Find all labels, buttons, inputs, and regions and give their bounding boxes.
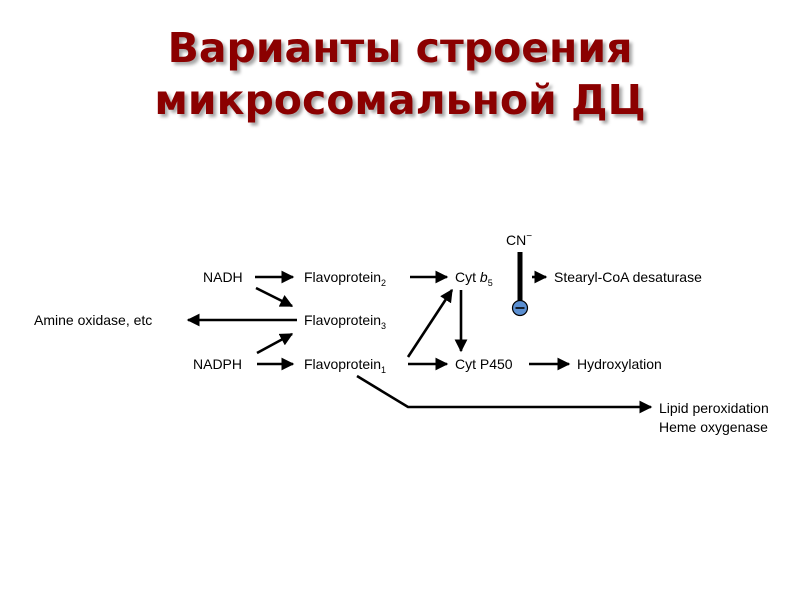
cyt-b5-base: Cyt — [455, 269, 480, 285]
cyt-b5-subscript: 5 — [488, 278, 493, 288]
node-cyt-p450: Cyt P450 — [455, 356, 513, 372]
title-line-2: микросомальной ДЦ — [154, 76, 646, 124]
node-hydroxylation: Hydroxylation — [577, 356, 662, 372]
flavoprotein-3-subscript: 3 — [381, 321, 386, 331]
arrow-flavoprotein1-to-lipid-peroxidation — [356, 374, 653, 414]
inhibitor-cn-label: CN — [506, 232, 526, 248]
node-flavoprotein-3: Flavoprotein3 — [304, 312, 386, 331]
cyt-b5-italic: b — [480, 269, 488, 285]
arrow-nadph-to-flavoprotein3 — [256, 332, 294, 355]
inhibitor-cn: CN− — [506, 231, 532, 248]
flavoprotein-3-base: Flavoprotein — [304, 312, 381, 328]
node-nadh: NADH — [203, 269, 243, 285]
node-stearyl-coa-desaturase: Stearyl-CoA desaturase — [554, 269, 702, 285]
node-flavoprotein-1: Flavoprotein1 — [304, 356, 386, 375]
node-nadph: NADPH — [193, 356, 242, 372]
node-lipid-peroxidation: Lipid peroxidation — [659, 400, 769, 416]
flavoprotein-1-subscript: 1 — [381, 365, 386, 375]
node-cyt-b5: Cyt b5 — [455, 269, 493, 288]
node-flavoprotein-2: Flavoprotein2 — [304, 269, 386, 288]
slide-title: Варианты строения микросомальной ДЦ — [0, 22, 800, 126]
title-line-1: Варианты строения — [167, 24, 633, 72]
node-amine-oxidase: Amine oxidase, etc — [34, 312, 152, 328]
flavoprotein-2-base: Flavoprotein — [304, 269, 381, 285]
arrow-flavoprotein1-to-cyt-b5 — [406, 288, 454, 358]
node-heme-oxygenase: Heme oxygenase — [659, 419, 768, 435]
inhibitor-cn-charge: − — [526, 231, 532, 242]
flavoprotein-2-subscript: 2 — [381, 278, 386, 288]
arrow-nadh-to-flavoprotein3 — [255, 286, 294, 308]
flavoprotein-1-base: Flavoprotein — [304, 356, 381, 372]
